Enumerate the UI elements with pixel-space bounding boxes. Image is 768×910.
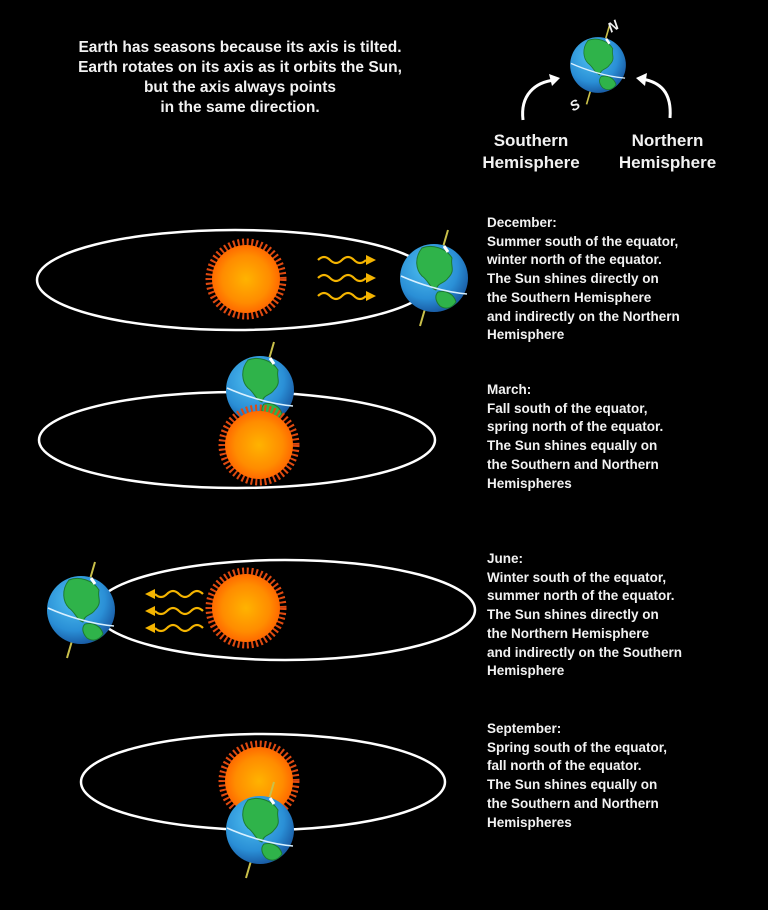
season-title: June: bbox=[487, 551, 524, 566]
december-orbit-diagram bbox=[35, 228, 470, 332]
september-orbit-diagram bbox=[79, 732, 447, 880]
desc-line: Hemisphere bbox=[487, 663, 565, 679]
label-line: Hemisphere bbox=[482, 153, 580, 172]
desc-line: The Sun shines directly on bbox=[487, 607, 659, 623]
december-description: December: Summer south of the equator, w… bbox=[487, 214, 762, 345]
desc-line: Spring south of the equator, bbox=[487, 739, 667, 755]
desc-line: the Southern and Northern bbox=[487, 795, 659, 811]
desc-line: the Southern Hemisphere bbox=[487, 289, 652, 305]
desc-line: The Sun shines equally on bbox=[487, 777, 658, 793]
desc-line: Fall south of the equator, bbox=[487, 400, 648, 416]
desc-line: summer north of the equator. bbox=[487, 588, 675, 604]
label-line: Southern bbox=[493, 131, 569, 150]
season-title: December: bbox=[487, 215, 557, 230]
desc-line: The Sun shines directly on bbox=[487, 271, 659, 287]
season-title: September: bbox=[487, 721, 562, 736]
desc-line: Winter south of the equator, bbox=[487, 569, 667, 585]
desc-line: Summer south of the equator, bbox=[487, 233, 679, 249]
desc-line: the Southern and Northern bbox=[487, 456, 659, 472]
intro-line: in the same direction. bbox=[160, 99, 320, 116]
season-title: March: bbox=[487, 382, 532, 397]
desc-line: and indirectly on the Southern bbox=[487, 644, 683, 660]
desc-line: The Sun shines equally on bbox=[487, 438, 658, 454]
desc-line: winter north of the equator. bbox=[487, 252, 662, 268]
june-description: June: Winter south of the equator, summe… bbox=[487, 550, 762, 681]
march-description: March: Fall south of the equator, spring… bbox=[487, 381, 762, 493]
desc-line: fall north of the equator. bbox=[487, 758, 642, 774]
september-description: September: Spring south of the equator, … bbox=[487, 720, 762, 832]
intro-line: Earth rotates on its axis as it orbits t… bbox=[78, 59, 402, 76]
northern-hemisphere-label: Northern Hemisphere bbox=[610, 130, 725, 174]
desc-line: the Northern Hemisphere bbox=[487, 625, 650, 641]
intro-text: Earth has seasons because its axis is ti… bbox=[40, 38, 440, 118]
label-line: Hemisphere bbox=[618, 153, 717, 172]
june-orbit-diagram bbox=[45, 558, 477, 662]
desc-line: Hemispheres bbox=[487, 814, 572, 830]
northern-arrow-icon bbox=[641, 77, 672, 119]
desc-line: Hemispheres bbox=[487, 475, 572, 491]
southern-arrow-icon bbox=[521, 78, 556, 121]
intro-line: Earth has seasons because its axis is ti… bbox=[78, 39, 402, 56]
legend-earth-icon bbox=[568, 24, 628, 106]
desc-line: and indirectly on the Northern bbox=[487, 308, 680, 324]
label-line: Northern bbox=[631, 131, 704, 150]
desc-line: spring north of the equator. bbox=[487, 419, 664, 435]
march-orbit-diagram bbox=[37, 340, 437, 490]
southern-hemisphere-label: Southern Hemisphere bbox=[476, 130, 586, 174]
intro-line: but the axis always points bbox=[143, 79, 337, 96]
desc-line: Hemisphere bbox=[487, 327, 565, 343]
